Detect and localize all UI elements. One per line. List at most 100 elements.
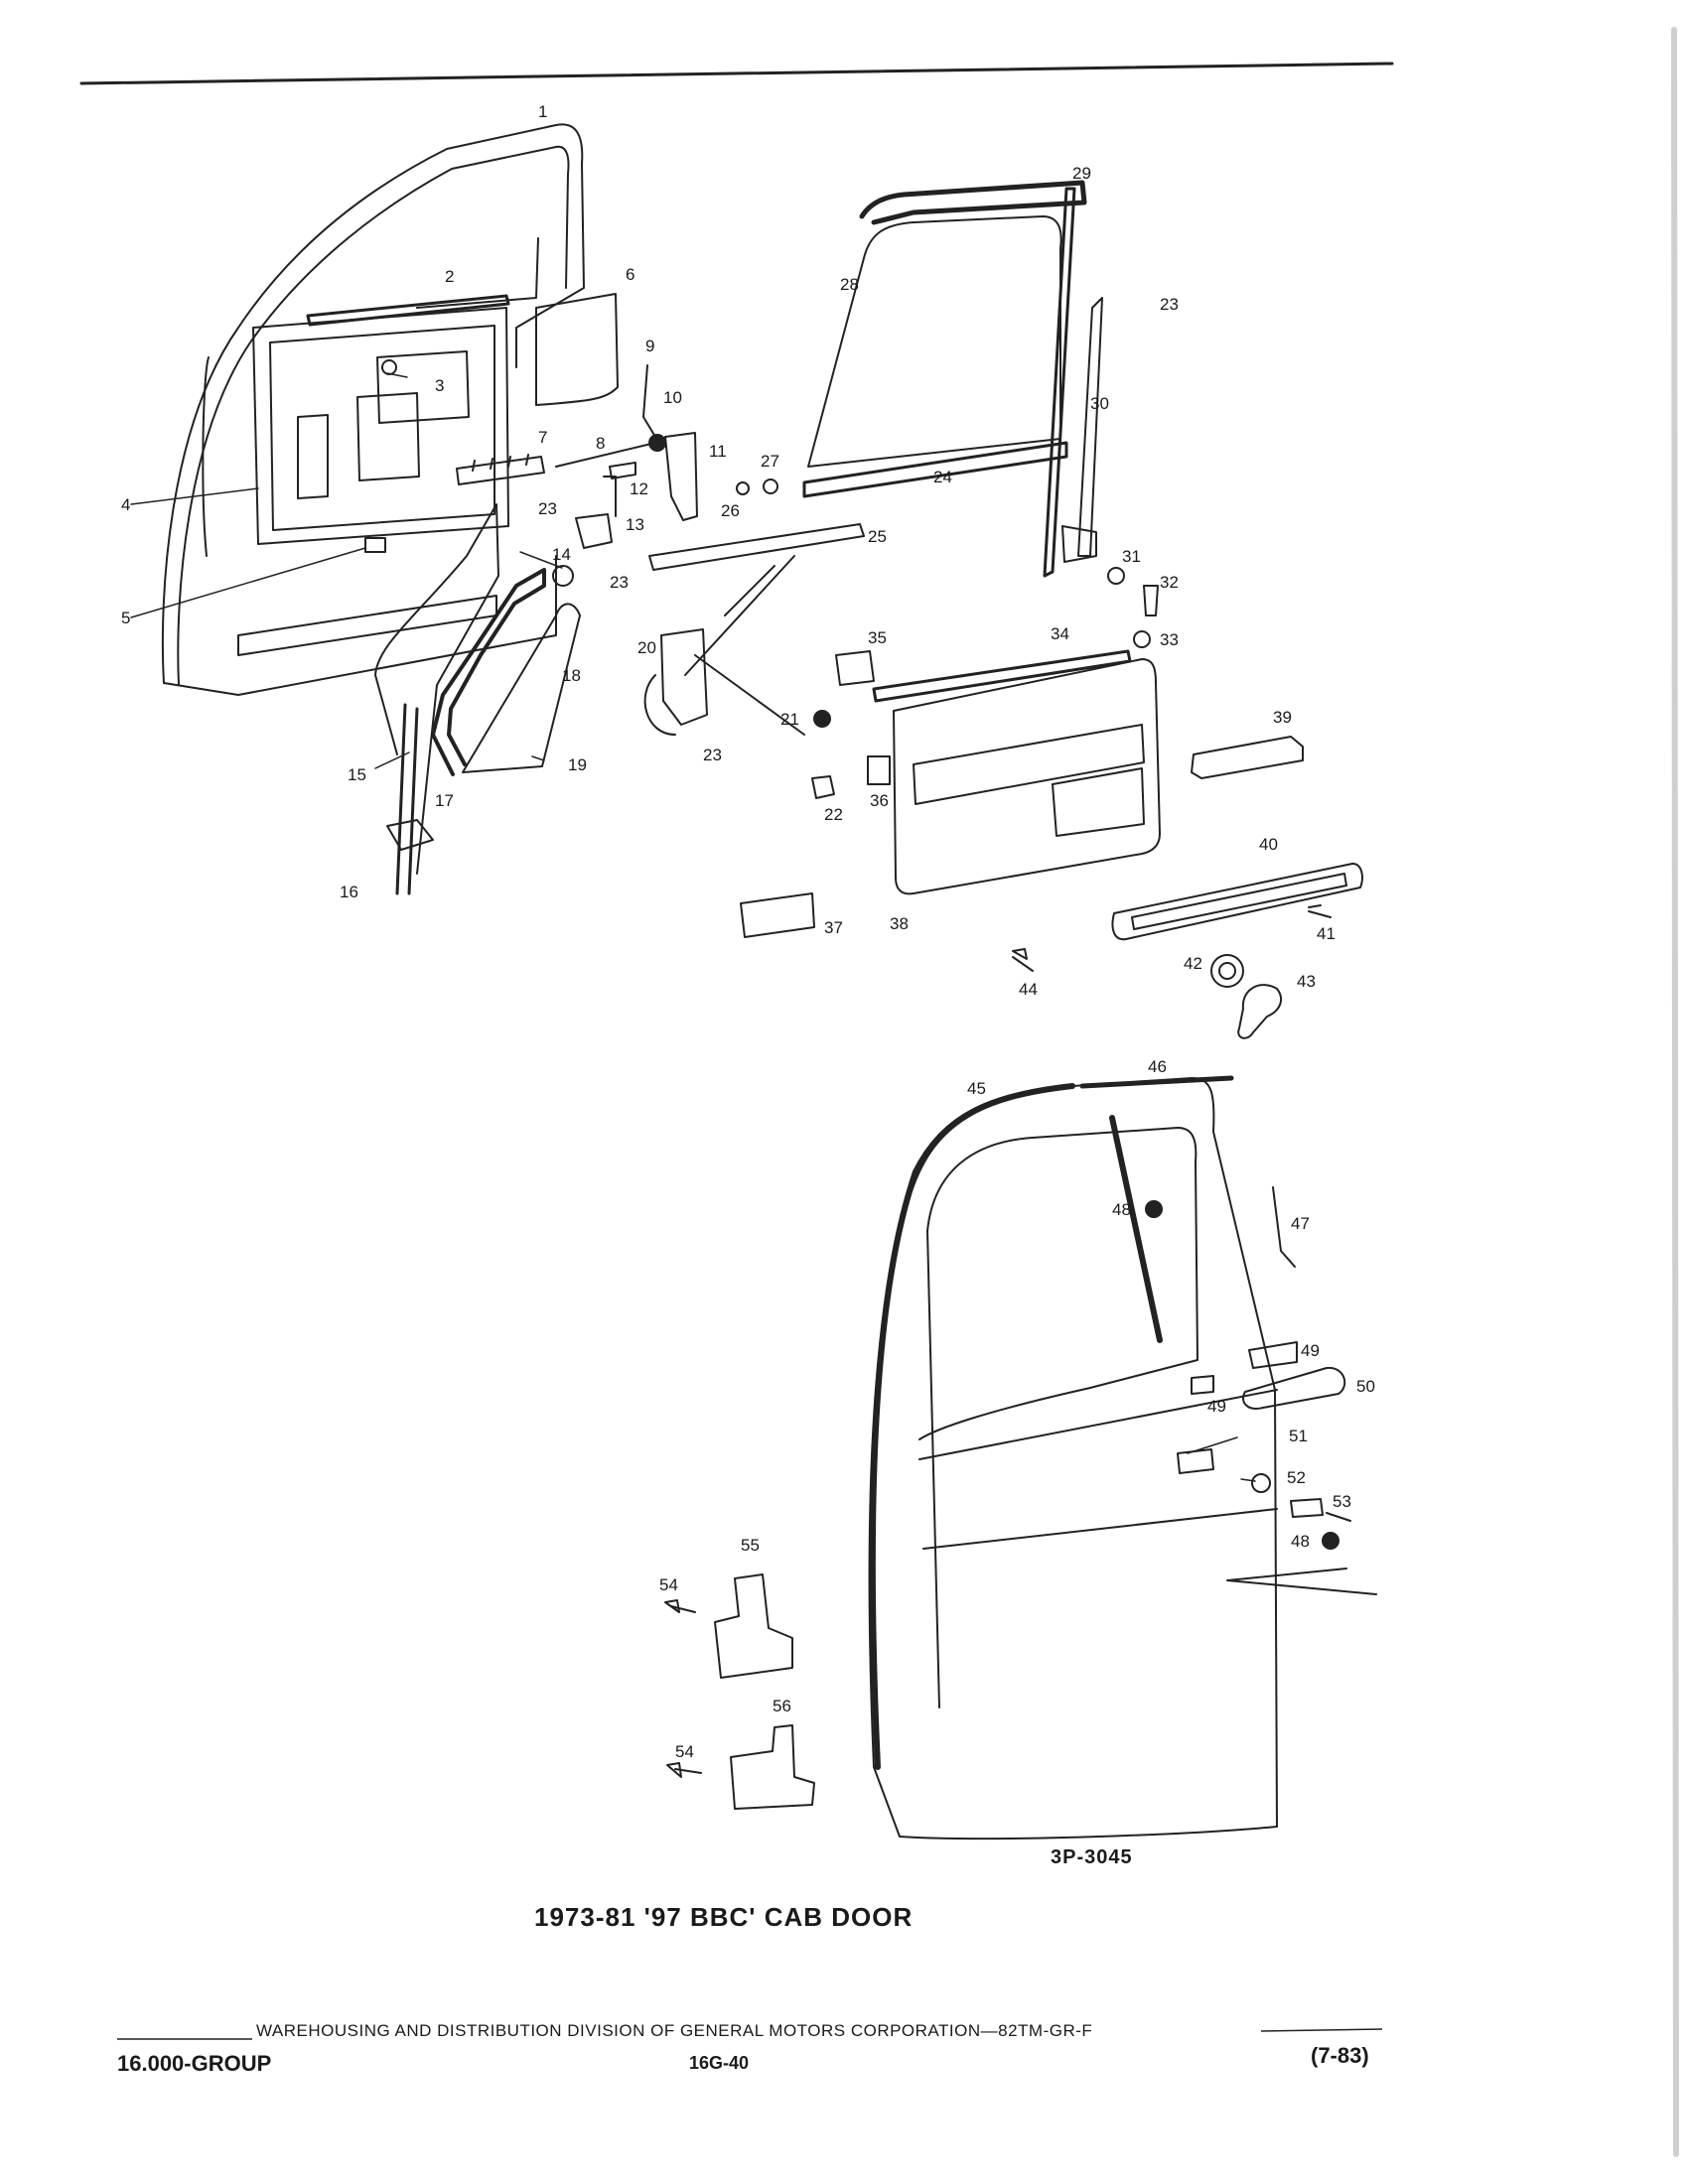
rod-8 <box>555 442 656 468</box>
callout-43: 43 <box>1297 972 1316 991</box>
callout-25: 25 <box>868 527 887 546</box>
callout-37: 37 <box>824 918 843 937</box>
handle-50 <box>1242 1366 1346 1410</box>
footer-page-number: 16G-40 <box>689 2053 750 2073</box>
callout-47: 47 <box>1291 1214 1310 1233</box>
remote-13 <box>575 476 617 549</box>
callout-55: 55 <box>741 1536 760 1555</box>
callout-39: 39 <box>1273 708 1292 727</box>
rear-run-channel-30 <box>1043 187 1076 578</box>
lock-51 <box>1177 1448 1214 1474</box>
callout-23c: 23 <box>703 746 722 764</box>
door-inner-shell <box>161 123 585 696</box>
bracket-35 <box>835 650 875 686</box>
escutcheon-42 <box>1210 954 1244 988</box>
callout-48b: 48 <box>1291 1532 1310 1551</box>
armrest-40 <box>1111 863 1363 941</box>
cylinder-53 <box>1290 1498 1351 1522</box>
bumper-14 <box>552 565 574 587</box>
trim-panel-38 <box>893 658 1161 895</box>
callout-16: 16 <box>340 883 358 901</box>
fastener-31 <box>1107 567 1125 585</box>
callout-50: 50 <box>1356 1377 1375 1396</box>
callout-23b: 23 <box>610 573 629 592</box>
callout-46: 46 <box>1148 1057 1167 1076</box>
callout-1: 1 <box>538 102 547 121</box>
vent-run-16 <box>395 703 419 895</box>
callout-49b: 49 <box>1207 1397 1226 1416</box>
callout-49a: 49 <box>1301 1341 1320 1360</box>
sash-channel-25 <box>648 523 865 571</box>
footer-group: 16.000-GROUP <box>117 2051 272 2076</box>
callout-10: 10 <box>663 388 682 407</box>
callout-12: 12 <box>630 479 648 498</box>
callout-40: 40 <box>1259 835 1278 854</box>
callout-28: 28 <box>840 275 859 294</box>
callout-3: 3 <box>435 376 444 395</box>
latch-11 <box>664 432 698 521</box>
callout-20: 20 <box>637 638 656 657</box>
callout-31: 31 <box>1122 547 1141 566</box>
callout-15: 15 <box>348 765 366 784</box>
callout-21: 21 <box>780 710 799 729</box>
bolt-54a <box>664 1599 696 1613</box>
callout-22: 22 <box>824 805 843 824</box>
callout-36: 36 <box>870 791 889 810</box>
inner-belt-strip <box>306 294 510 327</box>
fastener-22 <box>811 775 835 799</box>
callout-52: 52 <box>1287 1468 1306 1487</box>
footer-revision: (7-83) <box>1311 2043 1369 2068</box>
callout-2: 2 <box>445 267 454 286</box>
callout-34: 34 <box>1051 624 1069 643</box>
fastener-32 <box>1143 585 1159 616</box>
callout-11: 11 <box>709 442 727 461</box>
latch-rod-9 <box>642 364 656 438</box>
trim-strip-34 <box>872 649 1132 703</box>
latch-bolt-10 <box>648 434 666 452</box>
callout-9: 9 <box>645 337 654 355</box>
lock-12 <box>609 462 636 479</box>
callout-44: 44 <box>1019 980 1038 999</box>
access-cover-6 <box>535 293 619 406</box>
callout-24: 24 <box>933 468 952 486</box>
callout-54b: 54 <box>675 1742 694 1761</box>
handle-49b <box>1191 1375 1214 1395</box>
clip-5 <box>364 537 386 553</box>
weatherstrip-45 <box>869 1083 1075 1770</box>
screw-41 <box>1308 904 1332 918</box>
callout-48a: 48 <box>1112 1200 1131 1219</box>
figure-title: 1973-81 '97 BBC' CAB DOOR <box>534 1902 914 1932</box>
rod-47 <box>1272 1186 1296 1268</box>
glass-strip-24 <box>802 441 1068 498</box>
pad-39 <box>1191 736 1304 779</box>
vent-glass-18 <box>462 603 581 773</box>
callout-42: 42 <box>1184 954 1202 973</box>
handle-49a <box>1248 1341 1298 1369</box>
door-glass-28 <box>807 215 1062 468</box>
callout-6: 6 <box>626 265 634 284</box>
callout-14: 14 <box>552 545 571 564</box>
callout-51: 51 <box>1289 1427 1308 1445</box>
fastener-21 <box>813 710 831 728</box>
regulator-20 <box>660 628 708 726</box>
bracket-7 <box>456 456 545 485</box>
hinge-56 <box>730 1724 815 1810</box>
callout-30: 30 <box>1090 394 1109 413</box>
fastener-26 <box>736 481 750 495</box>
crank-handle-43 <box>1237 984 1283 1039</box>
callout-35: 35 <box>868 628 887 647</box>
callout-23a: 23 <box>538 499 557 518</box>
callout-29: 29 <box>1072 164 1091 183</box>
hinge-55 <box>714 1573 793 1679</box>
callout-19: 19 <box>568 755 587 774</box>
callout-27: 27 <box>761 452 779 471</box>
header-rule <box>79 62 1394 85</box>
switch-37 <box>740 892 815 938</box>
callout-45: 45 <box>967 1079 986 1098</box>
page-edge-shadow <box>1671 27 1679 2157</box>
fastener-27 <box>763 478 778 494</box>
vent-seal-17 <box>431 568 546 776</box>
callout-38: 38 <box>890 914 909 933</box>
